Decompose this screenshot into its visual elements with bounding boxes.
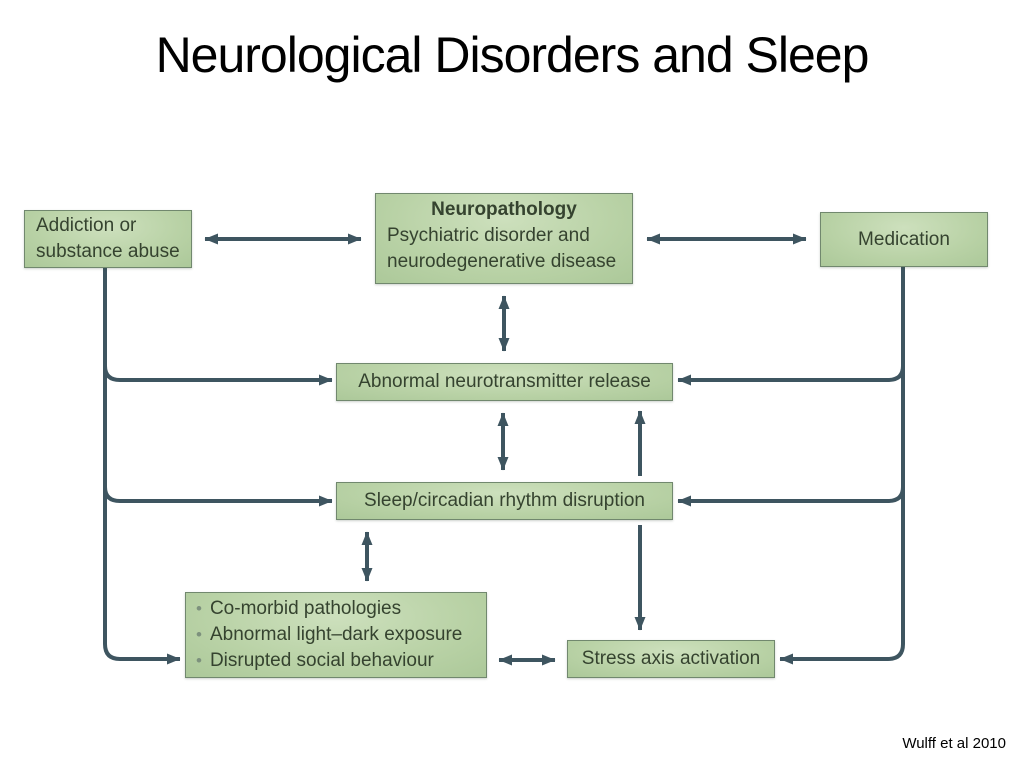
node-medication: Medication (820, 212, 988, 267)
connector-addiction-to-release (103, 365, 333, 386)
node-addiction-substance-abuse: Addiction or substance abuse (24, 210, 192, 268)
node-comorbid-list: • Co-morbid pathologies • Abnormal light… (185, 592, 487, 678)
citation-text: Wulff et al 2010 (902, 735, 1006, 752)
node-text-line: Medication (858, 228, 950, 250)
connector-medication-to-sleep (677, 486, 905, 507)
node-heading: Neuropathology (431, 199, 577, 220)
node-text-line: Addiction or (36, 215, 137, 236)
node-neuropathology: Neuropathology Psychiatric disorder and … (375, 193, 633, 284)
node-sleep-circadian-disruption: Sleep/circadian rhythm disruption (336, 482, 673, 520)
list-item: • Disrupted social behaviour (186, 648, 486, 674)
connector-addiction-to-sleep (103, 486, 333, 507)
connector-medication-to-stress (779, 267, 905, 665)
bullet-icon: • (196, 625, 202, 644)
node-text-line: Abnormal neurotransmitter release (358, 371, 651, 392)
list-item: • Abnormal light–dark exposure (186, 622, 486, 648)
node-text-line: Psychiatric disorder and (387, 225, 590, 246)
node-text-line: substance abuse (36, 241, 180, 262)
node-text-line: Stress axis activation (581, 648, 761, 669)
node-text-line: Abnormal light–dark exposure (209, 624, 463, 645)
node-text-line: neurodegenerative disease (387, 251, 617, 272)
connector-medication-to-release (677, 365, 905, 386)
bullet-icon: • (196, 599, 202, 618)
node-stress-axis-activation: Stress axis activation (567, 640, 775, 678)
list-item: • Co-morbid pathologies (186, 596, 486, 622)
node-abnormal-neurotransmitter-release: Abnormal neurotransmitter release (336, 363, 673, 401)
node-text-line: Sleep/circadian rhythm disruption (364, 490, 645, 511)
slide-title: Neurological Disorders and Sleep (155, 27, 870, 83)
connector-addiction-to-comorbid (103, 268, 181, 665)
bullet-icon: • (196, 651, 202, 670)
node-text-line: Co-morbid pathologies (209, 598, 402, 619)
node-text-line: Disrupted social behaviour (209, 650, 434, 671)
